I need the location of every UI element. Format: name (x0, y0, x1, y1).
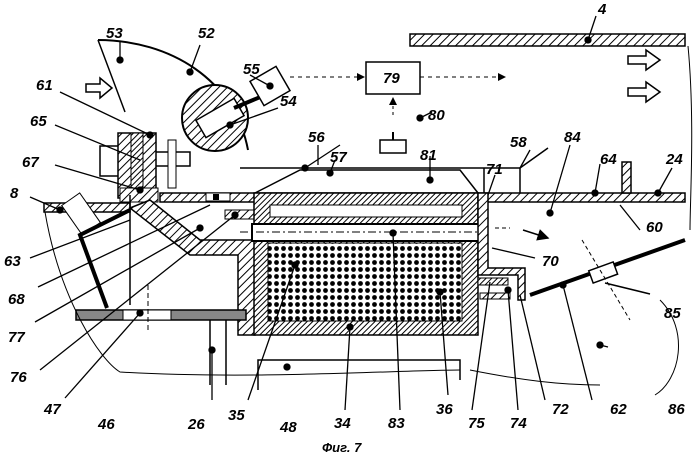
label-71: 71 (486, 161, 503, 178)
label-8: 8 (10, 185, 19, 202)
label-24: 24 (665, 151, 683, 168)
plate-4 (410, 34, 685, 46)
label-79: 79 (383, 70, 400, 87)
label-56: 56 (308, 129, 325, 146)
label-70: 70 (542, 253, 559, 270)
label-35: 35 (228, 407, 245, 424)
label-34: 34 (334, 415, 351, 432)
label-68: 68 (8, 291, 25, 308)
right-boundary-line (688, 46, 692, 230)
label-52: 52 (198, 25, 215, 42)
label-74: 74 (510, 415, 527, 432)
tube-83 (252, 224, 482, 241)
label-64: 64 (600, 151, 617, 168)
label-61: 61 (36, 77, 53, 94)
label-47: 47 (43, 401, 61, 418)
label-53: 53 (106, 25, 123, 42)
label-55: 55 (243, 61, 260, 78)
label-80: 80 (428, 107, 445, 124)
label-36: 36 (436, 401, 453, 418)
label-72: 72 (552, 401, 569, 418)
label-48: 48 (279, 419, 297, 436)
label-85: 85 (664, 305, 681, 322)
label-63: 63 (4, 253, 21, 270)
label-65: 65 (30, 113, 47, 130)
label-75: 75 (468, 415, 485, 432)
label-84: 84 (564, 129, 581, 146)
label-67: 67 (22, 154, 39, 171)
label-57: 57 (330, 149, 347, 166)
filter-media-36 (268, 243, 462, 321)
label-77: 77 (8, 329, 25, 346)
label-54: 54 (280, 93, 297, 110)
label-60: 60 (646, 219, 663, 236)
label-81: 81 (420, 147, 437, 164)
label-4: 4 (597, 1, 607, 18)
label-26: 26 (187, 416, 205, 433)
figure-caption: Фиг. 7 (322, 440, 362, 455)
label-62: 62 (610, 401, 627, 418)
label-76: 76 (10, 369, 27, 386)
label-83: 83 (388, 415, 405, 432)
label-58: 58 (510, 134, 527, 151)
label-86: 86 (668, 401, 685, 418)
label-46: 46 (97, 416, 115, 433)
